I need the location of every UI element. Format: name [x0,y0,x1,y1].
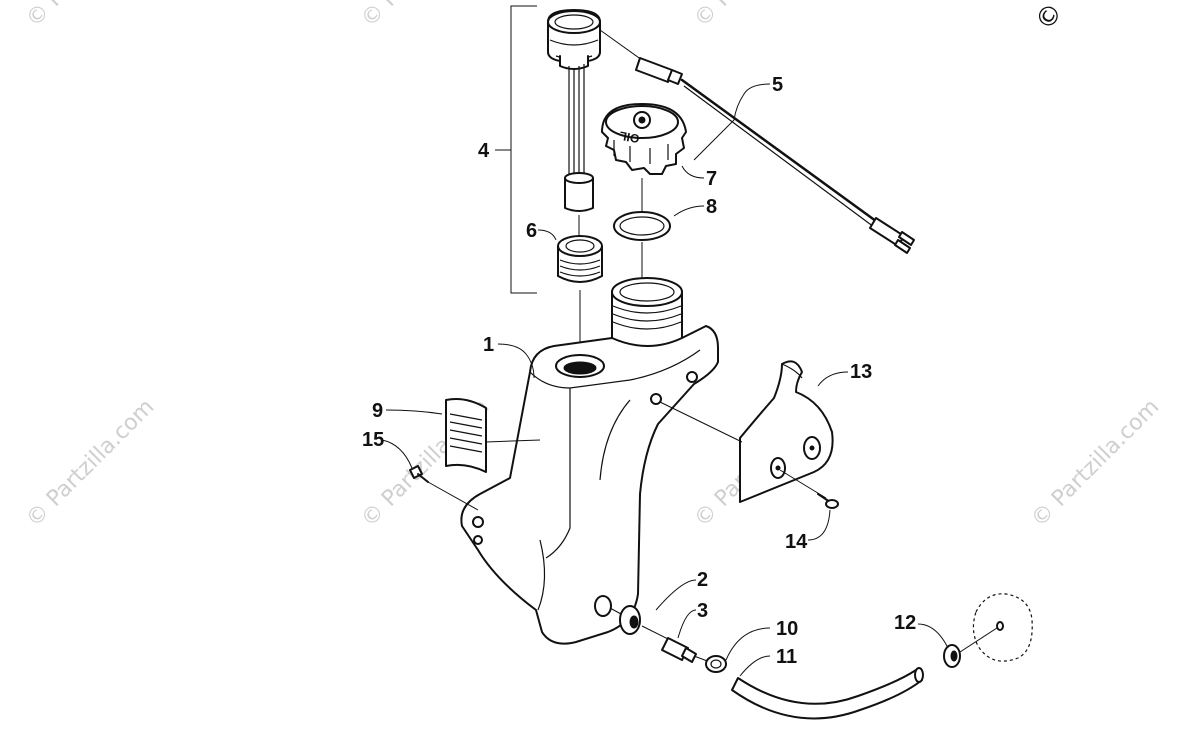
sensor-grommet [557,235,603,283]
callout-8: 8 [706,196,717,218]
callout-12: 12 [894,612,916,634]
callout-10: 10 [776,618,798,640]
wire-harness [635,57,915,254]
watermark-4: © Partzilla.com [1027,395,1165,533]
outlet-fittings [609,605,727,673]
o-ring [613,211,671,241]
oil-tank [460,277,719,645]
callout-3: 3 [697,600,708,622]
callout-14: 14 [785,531,808,553]
callout-leaders [381,83,949,677]
level-sensor-assembly [547,9,601,212]
callout-15: 15 [362,429,384,451]
oil-hose [731,667,924,720]
cap-oil-label: OIL [618,129,640,146]
watermark-1: © Partzilla.com [22,395,160,533]
screw-item-14 [779,469,839,509]
watermark-7: © Partzilla.com [690,0,828,32]
corner-copyright: © P [1030,0,1081,35]
callout-labels: 1 2 3 4 5 6 7 8 9 10 11 12 13 14 15 [362,74,916,668]
watermark-5: © Partzilla.com [22,0,160,32]
callout-1: 1 [483,334,494,356]
callout-2: 2 [697,569,708,591]
callout-11: 11 [776,646,797,668]
callout-5: 5 [772,74,783,96]
heat-shield [659,360,834,503]
callout-9: 9 [372,400,383,422]
watermark-6: © Partzilla.com [357,0,495,32]
filler-cap: OIL [601,103,687,175]
warning-decal [445,398,541,473]
callout-13: 13 [850,361,872,383]
callout-6: 6 [526,220,537,242]
hose-grommet [943,593,1033,668]
screw-item-15 [409,465,479,511]
callout-7: 7 [706,168,717,190]
callout-4: 4 [478,140,490,162]
bracket-item-4 [495,5,537,294]
